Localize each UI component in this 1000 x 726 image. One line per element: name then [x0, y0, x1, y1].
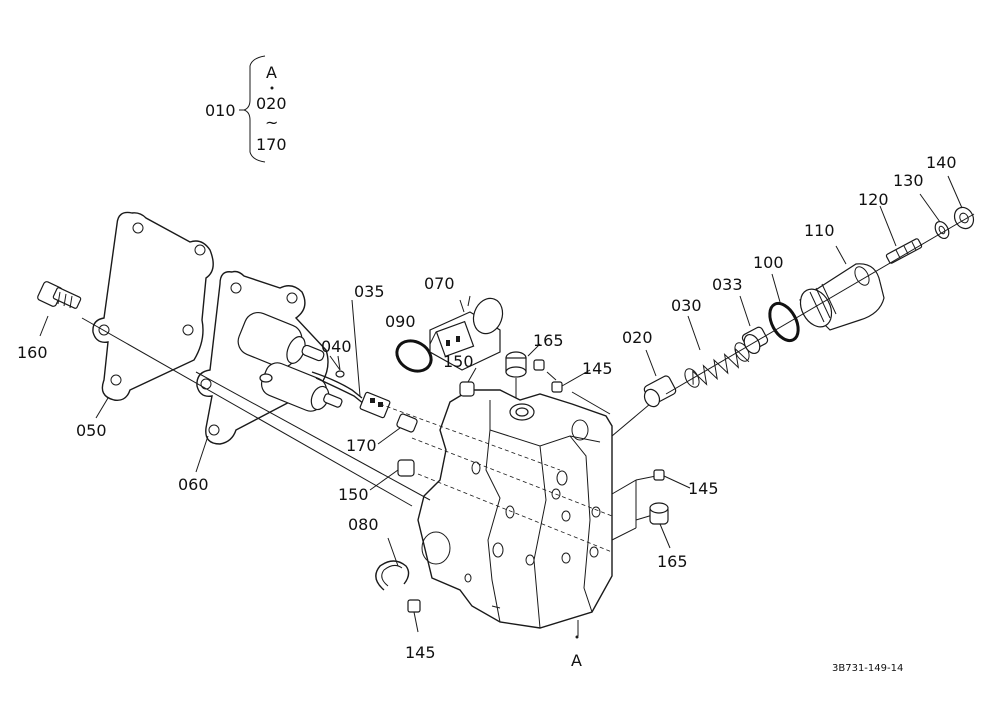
label-050: 050: [76, 421, 107, 440]
spool-020: [643, 375, 677, 408]
plug-150-left: [397, 459, 415, 477]
label-150-left: 150: [338, 485, 369, 504]
leader-lines: [95, 175, 963, 633]
label-100: 100: [753, 253, 784, 272]
plug-145-top: [533, 359, 563, 393]
connector-070: [429, 297, 504, 371]
assembly-mid: 020: [256, 94, 287, 113]
label-170: 170: [346, 436, 377, 455]
oring-100: [768, 301, 800, 343]
label-040: 040: [321, 337, 352, 356]
plug-145-right: [653, 469, 665, 481]
label-090: 090: [385, 312, 416, 331]
oring-090: [395, 339, 433, 373]
label-145-top: 145: [582, 359, 613, 378]
assembly-top: A: [266, 63, 277, 82]
plug-170: [396, 413, 418, 433]
pin-040: [335, 355, 345, 378]
solenoid-lower: [259, 362, 343, 412]
snap-ring-080: [375, 560, 410, 591]
washer-130: [934, 220, 950, 240]
label-020: 020: [622, 328, 653, 347]
spool-axis-line: [665, 213, 975, 395]
label-160: 160: [17, 343, 48, 362]
label-035: 035: [354, 282, 385, 301]
assembly-sep: ~: [265, 113, 278, 132]
bolt-160: [37, 281, 82, 337]
label-060: 060: [178, 475, 209, 494]
label-145-bottom: 145: [405, 643, 436, 662]
nut-140: [953, 206, 975, 230]
retainer-033: [741, 326, 769, 355]
assembly-dot: [270, 86, 274, 90]
bolt-120: [885, 238, 923, 264]
label-080: 080: [348, 515, 379, 534]
wire-harness-035: [311, 371, 391, 419]
label-165-top: 165: [533, 331, 564, 350]
assembly-guide-lines: [81, 317, 657, 636]
plug-145-bottom: [407, 599, 421, 613]
plug-165-top: [505, 351, 527, 398]
part-labels: 160 050 060 035 070 090 040 170 150 080 …: [17, 153, 957, 674]
solenoid-upper: [237, 311, 325, 369]
label-130: 130: [893, 171, 924, 190]
label-140: 140: [926, 153, 957, 172]
plug-165-right: [649, 502, 669, 525]
label-070: 070: [424, 274, 455, 293]
label-033: 033: [712, 275, 743, 294]
label-150-top: 150: [443, 352, 474, 371]
assembly-bracket: 010 A 020 ~ 170: [205, 55, 287, 163]
valve-body: [417, 389, 613, 639]
label-110: 110: [804, 221, 835, 240]
label-120: 120: [858, 190, 889, 209]
label-030: 030: [671, 296, 702, 315]
spring-030: [684, 342, 750, 388]
drawing-code: 3B731-149-14: [832, 663, 903, 674]
gasket-050: [92, 211, 214, 401]
label-165-right: 165: [657, 552, 688, 571]
assembly-code: 010: [205, 101, 236, 120]
label-145-right: 145: [688, 479, 719, 498]
plug-110: [799, 263, 885, 331]
assembly-bottom: 170: [256, 135, 287, 154]
assembly-marker-a: A: [571, 651, 582, 670]
plug-150-top: [459, 381, 475, 397]
